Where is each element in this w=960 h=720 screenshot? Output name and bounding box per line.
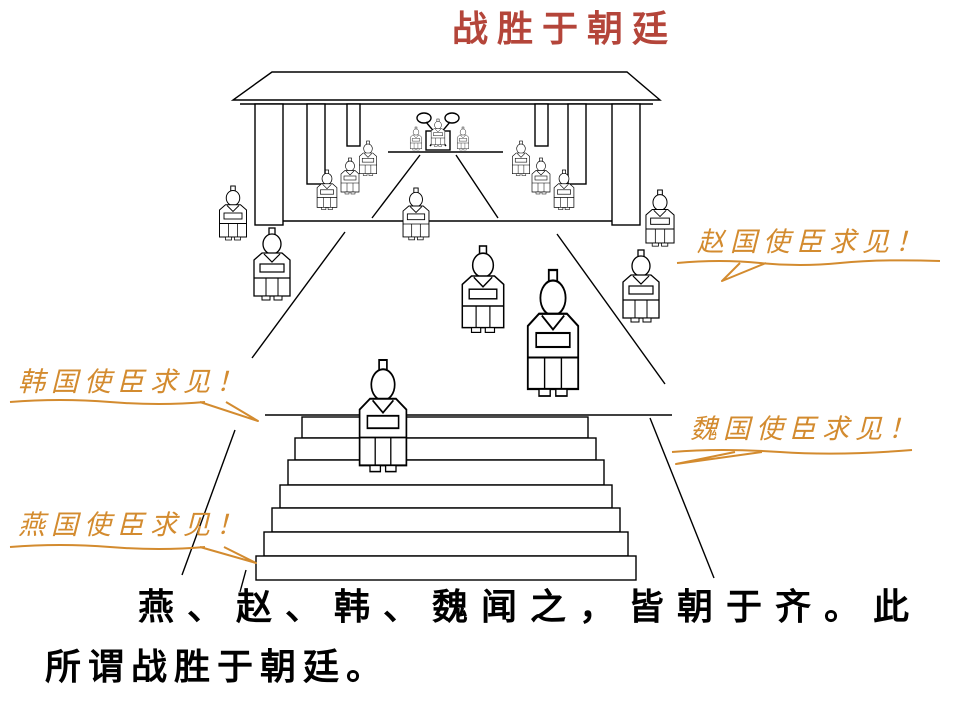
- speech-bubble-han: [9, 399, 259, 422]
- ceremonial-fan-icon: [416, 112, 432, 124]
- stair-step: [271, 507, 621, 533]
- bubble-text-wei: 魏国使臣求见！: [690, 414, 921, 445]
- palace-stairs: [255, 416, 637, 581]
- official-figure: [340, 157, 360, 195]
- stair-tick: [239, 569, 247, 593]
- official-figure: [359, 140, 377, 176]
- official-figure: [531, 157, 551, 195]
- inner-pillar: [567, 103, 587, 185]
- stair-step: [294, 437, 597, 461]
- ceremonial-fan-icon: [444, 112, 460, 124]
- inner-pillar: [346, 103, 361, 147]
- speech-bubble-yan: [9, 544, 257, 564]
- envoy-figure: [526, 268, 580, 398]
- inner-pillar: [306, 103, 326, 185]
- bubble-text-han: 韩国使臣求见！: [18, 367, 249, 398]
- slide-title: 战胜于朝廷: [452, 8, 678, 50]
- speech-bubble-wei: [671, 449, 913, 465]
- guard-figure: [457, 126, 469, 151]
- body-text-line-2: 所谓战胜于朝廷。: [45, 647, 390, 688]
- attendant-figure: [622, 249, 660, 323]
- body-text-line-1: 燕、赵、韩、魏闻之，皆朝于齐。此: [138, 587, 923, 628]
- aisle-line: [371, 154, 421, 219]
- guard-figure: [645, 189, 675, 247]
- right-column: [611, 103, 641, 226]
- courtyard-line: [251, 231, 346, 359]
- guard-figure: [219, 185, 247, 241]
- palace-roof: [230, 71, 662, 101]
- speech-bubble-zhao: [676, 259, 941, 282]
- stair-step: [255, 555, 637, 581]
- courtyard-line: [556, 233, 666, 385]
- inner-pillar: [534, 103, 549, 147]
- bubble-text-yan: 燕国使臣求见！: [18, 510, 249, 541]
- attendant-figure: [253, 227, 291, 301]
- stair-step: [287, 459, 605, 486]
- guard-figure: [410, 126, 422, 151]
- left-column: [254, 103, 284, 226]
- envoy-figure: [358, 358, 408, 473]
- stair-step: [279, 484, 613, 509]
- balustrade-left: [181, 429, 236, 576]
- minister-figure: [402, 187, 430, 241]
- balustrade-right: [649, 417, 715, 579]
- bubble-text-zhao: 赵国使臣求见！: [697, 227, 928, 258]
- official-figure: [512, 140, 530, 176]
- king-figure: [430, 118, 446, 147]
- envoy-figure: [461, 245, 505, 334]
- aisle-line: [455, 154, 499, 219]
- stair-step: [263, 531, 629, 557]
- stair-step: [301, 416, 589, 439]
